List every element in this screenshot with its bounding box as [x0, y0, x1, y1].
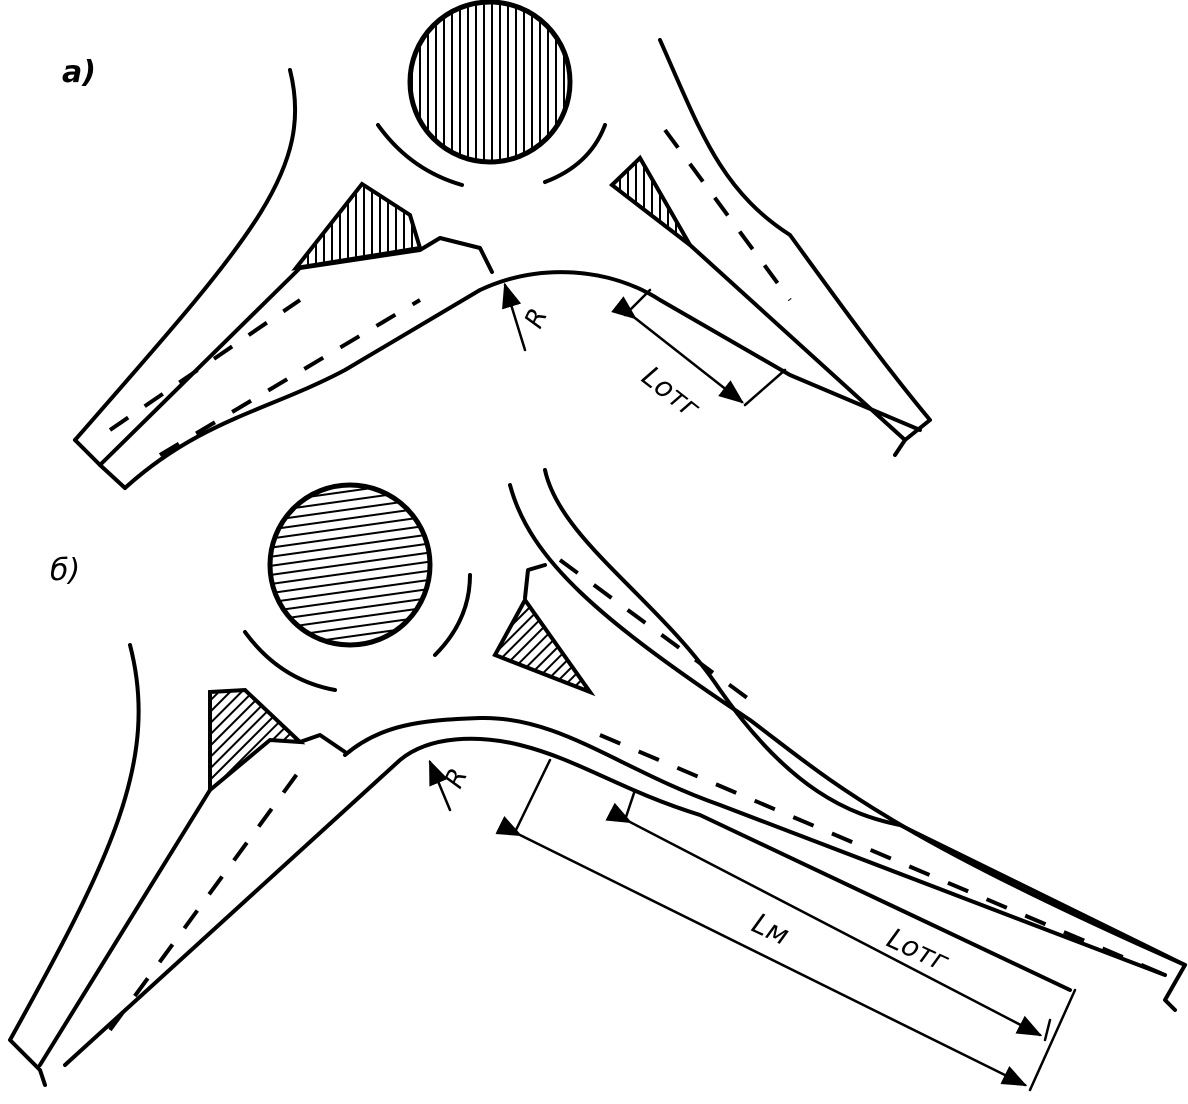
- road-edge-exit: [63, 736, 1072, 1067]
- radius-arrow: [428, 759, 452, 812]
- panel-b-label: б): [50, 553, 80, 588]
- lane-divider: [599, 733, 1166, 977]
- merge-length-label: Lм: [747, 906, 794, 951]
- road-edge: [38, 788, 212, 1067]
- ring-edge-arc: [543, 123, 607, 184]
- splitter-island: [608, 154, 692, 247]
- lane-divider: [158, 298, 422, 457]
- road-outer-edge-right: [508, 483, 1187, 1012]
- panel-a: а) R Lотг: [62, 0, 932, 490]
- radius-label: R: [519, 304, 554, 333]
- length-dimension-line: [605, 802, 1043, 1037]
- road-outer-edge: [543, 468, 1187, 967]
- lane-step-edge: [298, 236, 494, 274]
- splitter-island: [291, 181, 423, 271]
- dimension-ticks: [513, 758, 1077, 1092]
- central-island: [267, 482, 433, 648]
- road-edge: [98, 266, 302, 467]
- road-outer-edge-right: [658, 38, 932, 457]
- ring-edge-arc: [433, 573, 472, 657]
- central-island: [407, 0, 573, 165]
- panel-b: б) R Lм Lотг: [8, 468, 1187, 1092]
- ring-edge-arc: [243, 630, 337, 692]
- radius-arrow: [502, 282, 527, 352]
- lane-divider: [558, 558, 752, 702]
- merge-length-dimension-line: [495, 816, 1028, 1087]
- road-edge-exit: [123, 270, 922, 490]
- lane-step-edge: [298, 733, 347, 754]
- length-dimension-line: [611, 296, 744, 404]
- lane-divider: [663, 128, 792, 302]
- splitter-island: [492, 596, 596, 697]
- dimension-ticks: [623, 788, 1052, 1042]
- road-edge-inner: [343, 715, 1167, 977]
- radius-label: R: [439, 764, 474, 793]
- road-outer-edge-left: [8, 643, 141, 1087]
- road-edge: [688, 243, 907, 442]
- lane-divider: [108, 768, 302, 1032]
- length-label: Lотг: [636, 360, 707, 425]
- lane-step-edge: [523, 563, 547, 600]
- road-outer-edge-left: [73, 68, 298, 442]
- panel-a-label: а): [62, 55, 96, 90]
- splitter-island: [208, 687, 306, 795]
- ring-edge-arc: [376, 123, 464, 187]
